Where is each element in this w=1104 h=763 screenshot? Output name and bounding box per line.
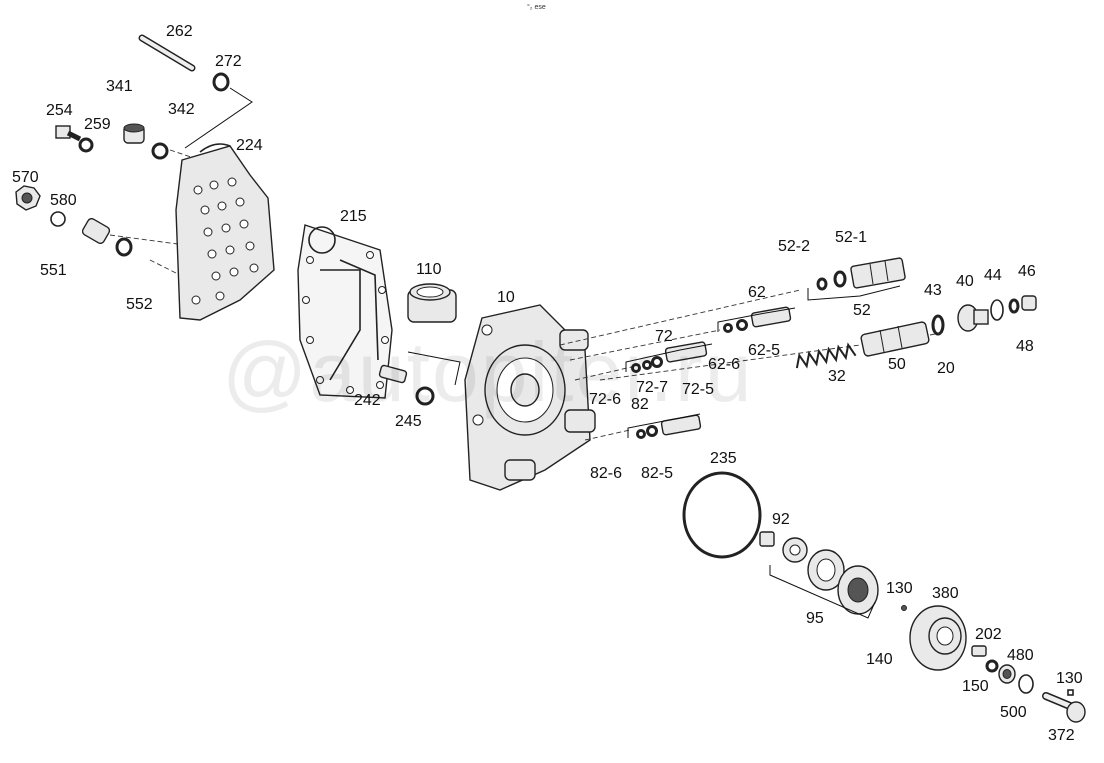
label-52: 52 <box>853 302 871 319</box>
label-72-7: 72-7 <box>636 379 669 396</box>
part-48-ring <box>1008 298 1020 314</box>
part-372-shaft <box>1042 692 1086 723</box>
part-202-bolt <box>971 645 987 657</box>
label-130-upper: 130 <box>886 580 913 597</box>
label-50: 50 <box>888 356 906 373</box>
label-570: 570 <box>12 169 39 186</box>
label-20: 20 <box>937 360 955 377</box>
part-50-valve <box>860 321 930 357</box>
label-10: 10 <box>497 289 515 306</box>
watermark: @autopiter.ru <box>222 330 754 414</box>
part-62-valve <box>750 306 792 328</box>
part-552-o-ring <box>115 237 133 257</box>
part-272-washer <box>212 72 230 92</box>
part-110-filter <box>407 283 457 323</box>
label-242: 242 <box>354 392 381 409</box>
label-44: 44 <box>984 267 1002 284</box>
label-48: 48 <box>1016 338 1034 355</box>
part-52-2-ring <box>816 277 828 291</box>
label-272: 272 <box>215 53 242 70</box>
label-580: 580 <box>50 192 77 209</box>
label-235: 235 <box>710 450 737 467</box>
label-40: 40 <box>956 273 974 290</box>
part-254-bolt <box>55 125 82 142</box>
label-72: 72 <box>655 328 673 345</box>
part-72-5-ring <box>651 356 663 368</box>
part-224-cover-plate <box>175 143 275 321</box>
label-551: 551 <box>40 262 67 279</box>
part-580-ring <box>50 211 66 227</box>
part-380-cover <box>909 605 967 671</box>
label-341: 341 <box>106 78 133 95</box>
part-52-valve <box>850 257 906 289</box>
label-110: 110 <box>416 261 442 278</box>
label-380: 380 <box>932 585 959 602</box>
label-82: 82 <box>631 396 649 413</box>
label-150: 150 <box>962 678 989 695</box>
part-10-pump-housing <box>464 304 596 491</box>
label-262: 262 <box>166 23 193 40</box>
part-43-ring <box>931 314 945 336</box>
label-82-6: 82-6 <box>590 465 623 482</box>
label-52-2: 52-2 <box>778 238 811 255</box>
part-130-pin <box>901 605 907 611</box>
label-130-lower: 130 <box>1056 670 1083 687</box>
label-245: 245 <box>395 413 422 430</box>
label-62-6: 62-6 <box>708 356 741 373</box>
label-62-5: 62-5 <box>748 342 781 359</box>
label-95: 95 <box>806 610 824 627</box>
label-82-5: 82-5 <box>641 465 674 482</box>
label-62: 62 <box>748 284 766 301</box>
label-72-6: 72-6 <box>589 391 622 408</box>
part-130-pin-2 <box>1067 689 1074 696</box>
part-242-bolt <box>378 364 408 384</box>
part-235-o-ring <box>682 471 762 559</box>
leader-272-224 <box>184 87 253 149</box>
label-52-1: 52-1 <box>835 229 868 246</box>
diagram-code: °₂ ese <box>527 4 546 11</box>
part-44-ring <box>990 299 1004 321</box>
label-140: 140 <box>866 651 893 668</box>
part-341-plug <box>123 123 145 144</box>
label-259: 259 <box>84 116 111 133</box>
part-551-fitting <box>81 217 111 245</box>
part-32-spring <box>795 342 857 369</box>
part-500-ring <box>1018 674 1034 694</box>
label-72-5: 72-5 <box>682 381 715 398</box>
part-40-gear <box>957 304 989 332</box>
label-215: 215 <box>340 208 367 225</box>
part-150-washer <box>985 659 999 673</box>
label-254: 254 <box>46 102 73 119</box>
label-202: 202 <box>975 626 1002 643</box>
part-52-1-ring <box>833 270 847 288</box>
part-82-6-ring <box>636 429 646 439</box>
part-72-7-ring <box>642 360 652 370</box>
part-46-plug <box>1021 295 1037 311</box>
label-552: 552 <box>126 296 153 313</box>
label-342: 342 <box>168 101 195 118</box>
label-480: 480 <box>1007 647 1034 664</box>
watermark-text: autopiter.ru <box>309 325 754 419</box>
at-sign-icon: @ <box>222 325 310 419</box>
part-62-5-ring <box>736 319 748 331</box>
part-215-gasket <box>297 224 393 399</box>
label-372: 372 <box>1048 727 1075 744</box>
part-95-gear-set <box>782 537 879 615</box>
part-259-washer <box>78 137 94 153</box>
part-262-bolt <box>138 34 196 72</box>
part-82-5-ring <box>646 425 658 437</box>
part-480-bearing <box>998 664 1016 684</box>
part-72-6-ring <box>631 363 641 373</box>
label-224: 224 <box>236 137 263 154</box>
label-43: 43 <box>924 282 942 299</box>
part-342-o-ring <box>151 142 169 160</box>
part-92-bearing <box>759 531 775 547</box>
label-32: 32 <box>828 368 846 385</box>
part-62-6-ring <box>723 323 733 333</box>
label-500: 500 <box>1000 704 1027 721</box>
part-245-washer <box>415 386 435 406</box>
label-92: 92 <box>772 511 790 528</box>
label-46: 46 <box>1018 263 1036 280</box>
